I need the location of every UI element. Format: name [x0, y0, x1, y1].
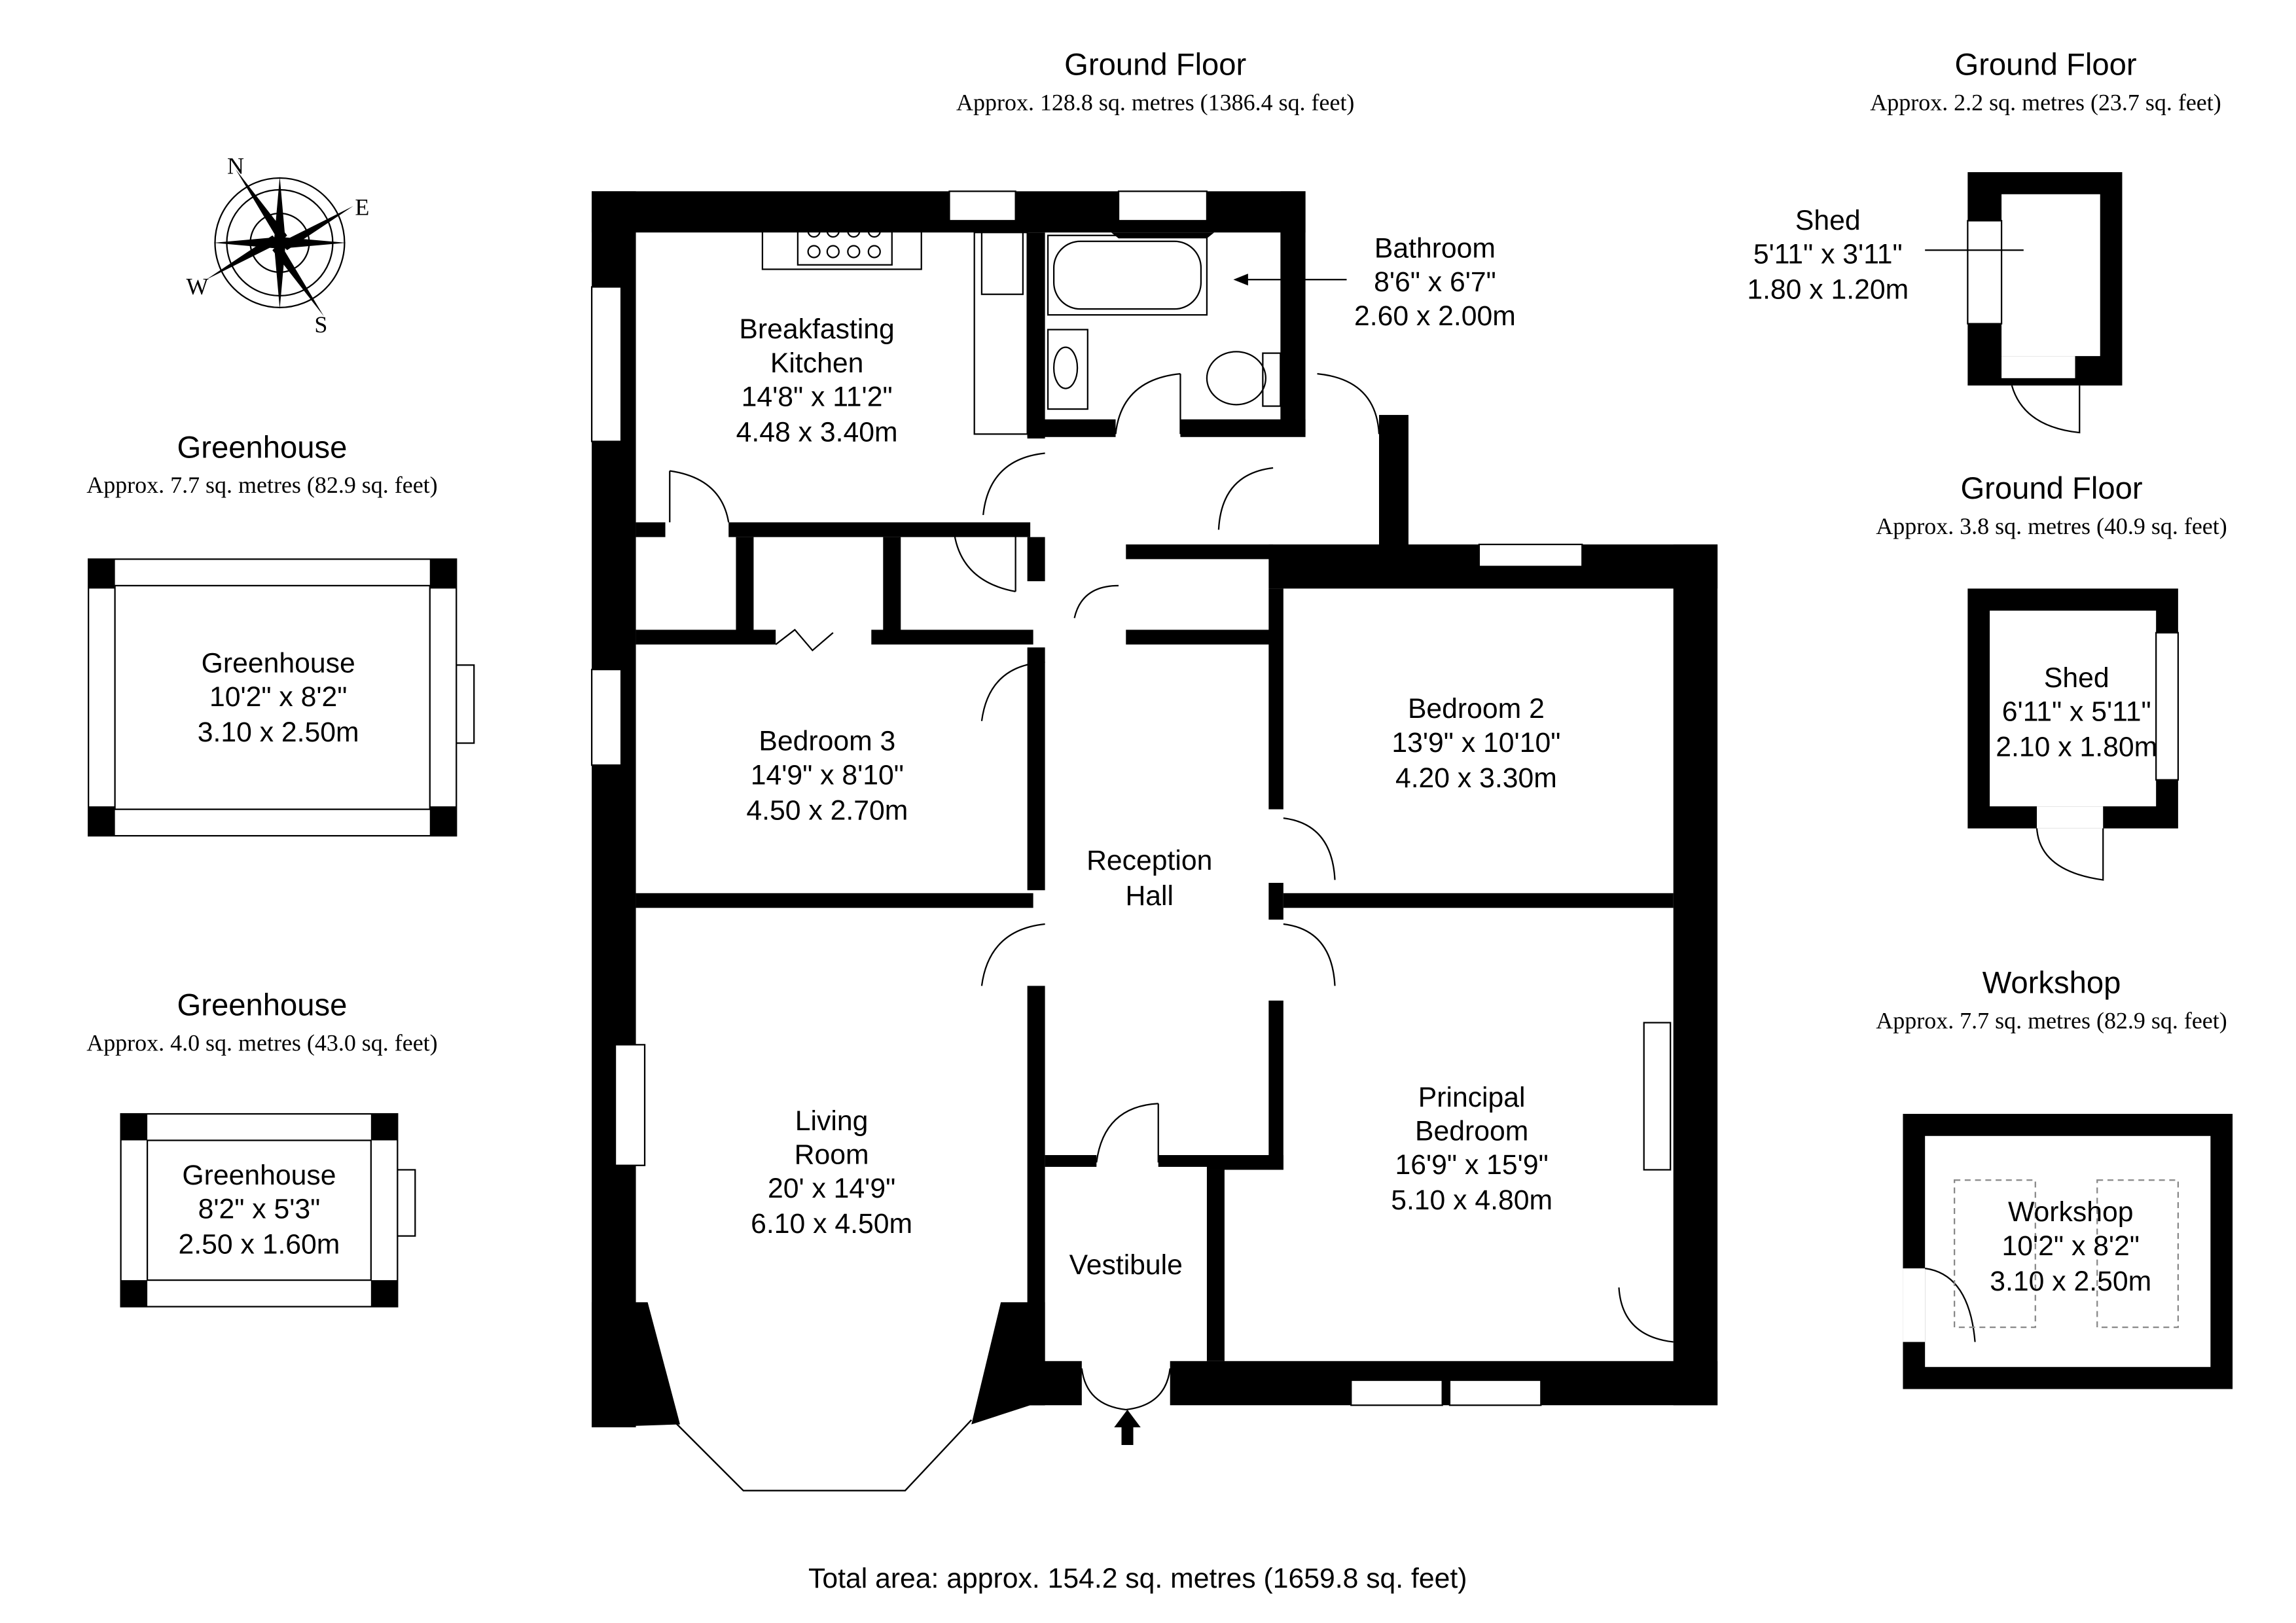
section-title: Workshop	[1982, 966, 2121, 1001]
room-size-imperial: 10'2" x 8'2"	[2002, 1230, 2140, 1262]
entrance-arrow-icon	[1114, 1409, 1141, 1445]
room-reception-hall: Reception Hall	[1086, 845, 1212, 912]
workshop: Workshop Approx. 7.7 sq. metres (82.9 sq…	[1876, 966, 2233, 1389]
room-size-metric: 2.50 x 1.60m	[179, 1229, 340, 1260]
room-size-metric: 2.60 x 2.00m	[1354, 300, 1516, 332]
room-name: Workshop	[2008, 1196, 2133, 1228]
room-size-metric: 4.48 x 3.40m	[736, 417, 898, 448]
room-name: Shed	[2044, 662, 2109, 694]
room-size-metric: 3.10 x 2.50m	[1990, 1266, 2151, 1297]
room-size-imperial: 6'11" x 5'11"	[2002, 696, 2151, 728]
room-name: Breakfasting	[739, 313, 894, 345]
main-floor-area: Approx. 128.8 sq. metres (1386.4 sq. fee…	[956, 90, 1354, 116]
room-name: Reception	[1086, 845, 1212, 876]
room-size-imperial: 14'8" x 11'2"	[742, 382, 893, 413]
section-area: Approx. 4.0 sq. metres (43.0 sq. feet)	[86, 1029, 437, 1056]
room-size-imperial: 13'9" x 10'10"	[1391, 727, 1560, 758]
room-kitchen: Breakfasting Kitchen 14'8" x 11'2" 4.48 …	[736, 313, 898, 448]
section-title: Greenhouse	[177, 430, 348, 465]
section-area: Approx. 7.7 sq. metres (82.9 sq. feet)	[86, 472, 437, 498]
room-size-metric: 6.10 x 4.50m	[751, 1208, 912, 1240]
compass-w: W	[187, 274, 209, 300]
section-title: Ground Floor	[1954, 48, 2136, 82]
compass-s: S	[314, 312, 327, 338]
room-size-imperial: 10'2" x 8'2"	[209, 681, 347, 713]
room-size-imperial: 8'2" x 5'3"	[198, 1194, 321, 1225]
main-floor-title: Ground Floor	[1064, 48, 1246, 82]
room-size-metric: 4.20 x 3.30m	[1395, 762, 1557, 794]
room-principal-bedroom: Principal Bedroom 16'9" x 15'9" 5.10 x 4…	[1391, 1082, 1552, 1216]
room-size-metric: 3.10 x 2.50m	[198, 717, 359, 748]
section-area: Approx. 2.2 sq. metres (23.7 sq. feet)	[1870, 90, 2221, 116]
room-size-imperial: 16'9" x 15'9"	[1395, 1149, 1549, 1181]
section-title: Ground Floor	[1960, 471, 2142, 506]
compass-e: E	[355, 194, 369, 220]
shed-1: Ground Floor Approx. 2.2 sq. metres (23.…	[1747, 48, 2221, 434]
main-plan-walls	[590, 190, 1718, 1491]
room-vestibule: Vestibule	[1069, 1249, 1183, 1281]
total-area: Total area: approx. 154.2 sq. metres (16…	[808, 1563, 1467, 1594]
room-name: Shed	[1795, 205, 1861, 236]
section-area: Approx. 3.8 sq. metres (40.9 sq. feet)	[1876, 513, 2227, 539]
room-name: Kitchen	[770, 348, 863, 379]
room-size-metric: 5.10 x 4.80m	[1391, 1185, 1552, 1216]
room-size-imperial: 8'6" x 6'7"	[1374, 266, 1496, 298]
greenhouse-2: Greenhouse Approx. 4.0 sq. metres (43.0 …	[86, 988, 438, 1308]
room-name: Bedroom 3	[759, 726, 895, 757]
room-name: Principal	[1418, 1082, 1526, 1113]
room-living-room: Living Room 20' x 14'9" 6.10 x 4.50m	[751, 1105, 912, 1240]
room-size-imperial: 5'11" x 3'11"	[1753, 238, 1903, 270]
room-name: Bedroom	[1415, 1116, 1528, 1147]
room-name: Hall	[1125, 880, 1174, 912]
room-size-metric: 4.50 x 2.70m	[746, 794, 908, 826]
room-name: Bedroom 2	[1408, 693, 1545, 724]
room-bedroom-3: Bedroom 3 14'9" x 8'10" 4.50 x 2.70m	[746, 726, 908, 827]
room-bedroom-2: Bedroom 2 13'9" x 10'10" 4.20 x 3.30m	[1391, 693, 1560, 794]
room-size-metric: 2.10 x 1.80m	[1996, 732, 2157, 763]
section-area: Approx. 7.7 sq. metres (82.9 sq. feet)	[1876, 1008, 2227, 1034]
compass-n: N	[227, 152, 244, 179]
room-bathroom: Bathroom 8'6" x 6'7" 2.60 x 2.00m	[1233, 232, 1516, 332]
room-name: Bathroom	[1374, 232, 1496, 264]
greenhouse-1: Greenhouse Approx. 7.7 sq. metres (82.9 …	[86, 430, 475, 837]
room-size-metric: 1.80 x 1.20m	[1747, 274, 1909, 305]
room-name: Greenhouse	[202, 648, 355, 679]
room-name: Room	[795, 1139, 869, 1170]
room-name: Living	[795, 1105, 869, 1137]
compass-icon: N E S W	[187, 152, 370, 338]
room-size-imperial: 14'9" x 8'10"	[751, 759, 904, 791]
section-title: Greenhouse	[177, 988, 348, 1022]
room-size-imperial: 20' x 14'9"	[768, 1173, 895, 1204]
shed-2: Ground Floor Approx. 3.8 sq. metres (40.…	[1876, 471, 2227, 881]
room-name: Greenhouse	[182, 1160, 336, 1191]
